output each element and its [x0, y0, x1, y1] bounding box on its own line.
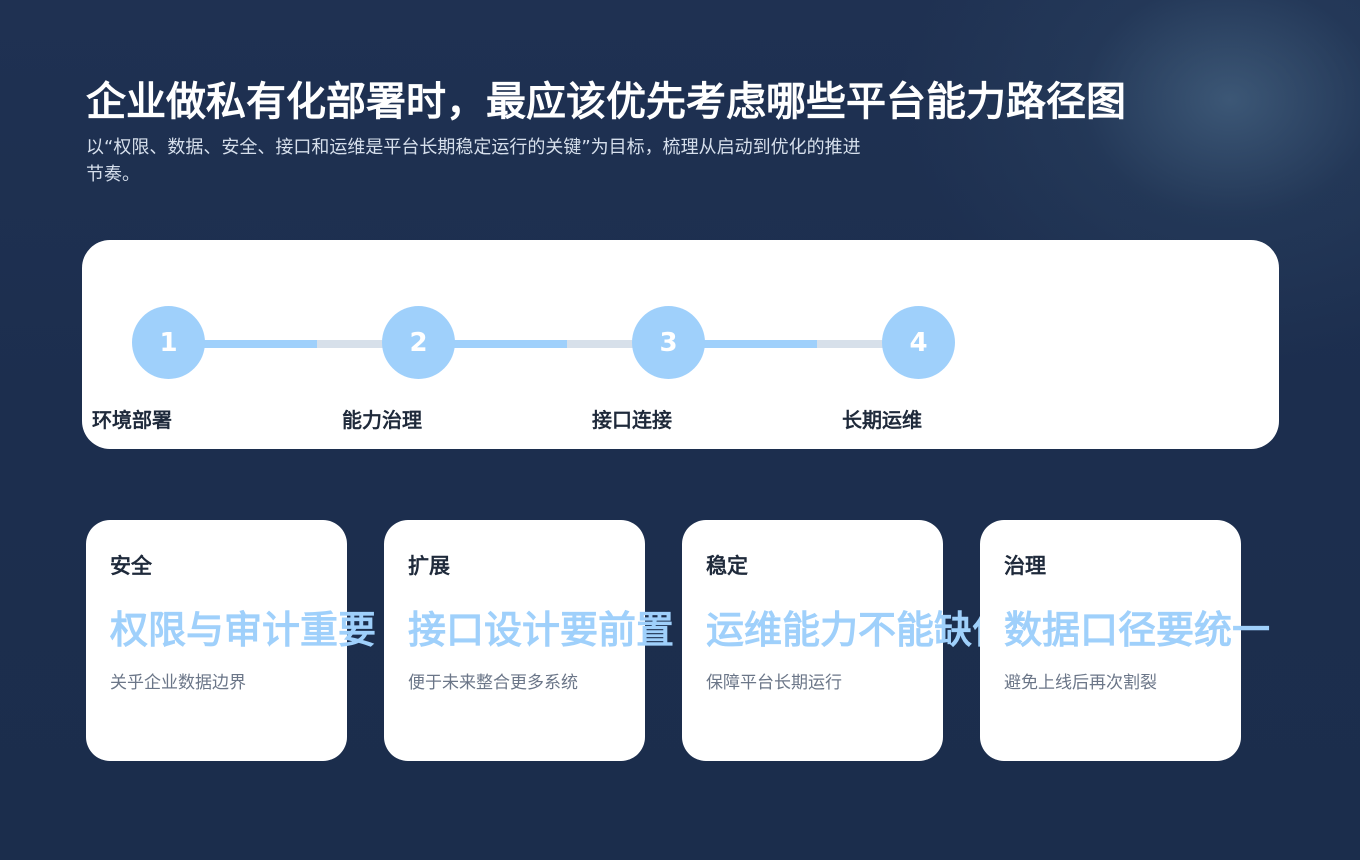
roadmap-step-3-label: 接口连接 — [592, 408, 672, 432]
card-headline: 权限与审计重要 — [110, 608, 377, 652]
roadmap-track-progress — [442, 340, 567, 348]
card-description: 保障平台长期运行 — [706, 673, 842, 693]
roadmap-step-3-node: 3 — [632, 306, 705, 379]
roadmap-step-4-label: 长期运维 — [842, 408, 922, 432]
card-category: 稳定 — [706, 554, 748, 578]
roadmap-step-4-node: 4 — [882, 306, 955, 379]
card-headline: 运维能力不能缺位 — [706, 608, 992, 652]
card-category: 治理 — [1004, 554, 1046, 578]
card-description: 避免上线后再次割裂 — [1004, 673, 1157, 693]
roadmap-track-progress — [192, 340, 317, 348]
capability-card-security: 安全 权限与审计重要 关乎企业数据边界 — [86, 520, 376, 761]
roadmap-step-1-label: 环境部署 — [92, 408, 172, 432]
roadmap-track-pending — [567, 340, 637, 348]
roadmap-track-progress — [692, 340, 817, 348]
roadmap-track-pending — [317, 340, 387, 348]
capability-card-stability: 稳定 运维能力不能缺位 保障平台长期运行 — [682, 520, 992, 761]
card-headline: 数据口径要统一 — [1004, 608, 1271, 652]
card-headline: 接口设计要前置 — [408, 608, 675, 652]
roadmap-step-1-node: 1 — [132, 306, 205, 379]
card-description: 便于未来整合更多系统 — [408, 673, 578, 693]
card-category: 安全 — [110, 554, 152, 578]
capability-card-governance: 治理 数据口径要统一 避免上线后再次割裂 — [980, 520, 1270, 761]
roadmap-panel: 1 2 3 4 环境部署 能力治理 接口连接 长期运维 — [82, 240, 1279, 449]
card-category: 扩展 — [408, 554, 450, 578]
card-description: 关乎企业数据边界 — [110, 673, 246, 693]
page-title: 企业做私有化部署时，最应该优先考虑哪些平台能力路径图 — [86, 79, 1126, 125]
roadmap-step-2-label: 能力治理 — [342, 408, 422, 432]
capability-card-extension: 扩展 接口设计要前置 便于未来整合更多系统 — [384, 520, 674, 761]
roadmap-step-2-node: 2 — [382, 306, 455, 379]
page-subtitle: 以“权限、数据、安全、接口和运维是平台长期稳定运行的关键”为目标，梳理从启动到优… — [86, 137, 861, 185]
roadmap-track-pending — [817, 340, 887, 348]
